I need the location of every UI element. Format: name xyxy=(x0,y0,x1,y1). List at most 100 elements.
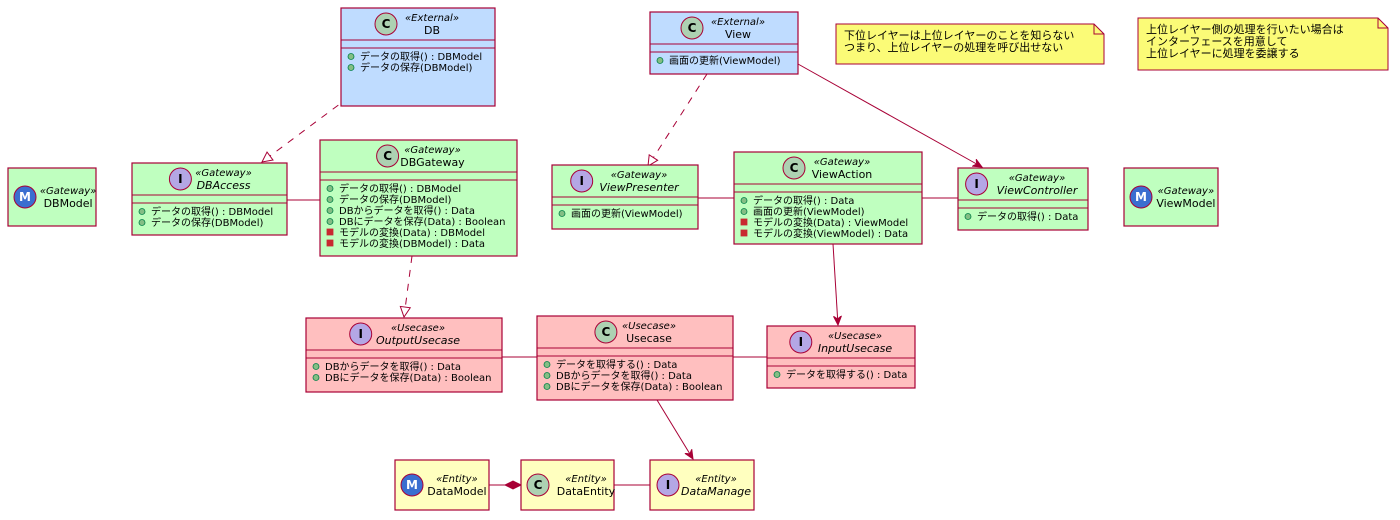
note-line: 上位レイヤー側の処理を行いたい場合は xyxy=(1146,22,1344,36)
class-icon: C xyxy=(374,12,398,36)
public-visibility-icon xyxy=(326,185,334,192)
class-name: OutputUsecase xyxy=(376,334,460,347)
interface-icon: I xyxy=(789,330,813,354)
class-stereotype: «Gateway» xyxy=(814,157,871,168)
class-member: データの保存(DBModel) xyxy=(360,61,472,74)
public-visibility-icon xyxy=(347,53,355,60)
class-stereotype: «Gateway» xyxy=(1158,186,1215,197)
class-name: DataEntity xyxy=(557,485,616,498)
class-box-viewmodel[interactable]: M«Gateway»ViewModel xyxy=(1123,167,1219,227)
svg-text:C: C xyxy=(790,161,799,175)
svg-text:M: M xyxy=(406,478,418,492)
class-box-dataentity[interactable]: C «Entity»DataEntity xyxy=(520,459,616,511)
public-visibility-icon xyxy=(740,208,748,215)
class-box-frame xyxy=(1123,167,1219,227)
class-name: DBModel xyxy=(44,197,93,210)
svg-text:C: C xyxy=(534,478,543,492)
class-member: DBからデータを取得() : Data xyxy=(556,369,692,382)
class-box-frame xyxy=(649,11,799,75)
class-name: DBGateway xyxy=(400,156,465,169)
class-name: ViewPresenter xyxy=(599,181,680,194)
class-member: DBにデータを保存(Data) : Boolean xyxy=(325,371,491,384)
svg-text:C: C xyxy=(688,21,697,35)
class-member: DBにデータを保存(Data) : Boolean xyxy=(339,215,505,228)
class-box-viewpresenter[interactable]: I «Gateway»ViewPresenter 画面の更新(ViewModel) xyxy=(551,164,699,230)
svg-text:C: C xyxy=(382,17,391,31)
class-member: DBからデータを取得() : Data xyxy=(339,204,475,217)
class-stereotype: «Entity» xyxy=(565,474,607,485)
class-stereotype: «Usecase» xyxy=(391,323,445,334)
class-name: InputUsecase xyxy=(818,342,893,355)
public-visibility-icon xyxy=(347,64,355,71)
interface-icon: I xyxy=(349,322,373,346)
class-box-dbmodel[interactable]: M«Gateway»DBModel xyxy=(7,167,97,227)
svg-text:I: I xyxy=(799,335,803,349)
note-line: 下位レイヤーは上位レイヤーのことを知らない xyxy=(844,28,1074,42)
class-box-datamodel[interactable]: M«Entity»DataModel xyxy=(394,459,490,511)
class-box-frame xyxy=(733,151,923,245)
class-stereotype: «Gateway» xyxy=(1009,173,1066,184)
svg-text:M: M xyxy=(1135,190,1147,204)
class-member: データの取得() : DBModel xyxy=(360,50,482,63)
composition-diamond-datamodel-dataentity xyxy=(503,480,523,490)
model-icon: M xyxy=(400,473,424,497)
public-visibility-icon xyxy=(312,363,320,370)
interface-icon: I xyxy=(965,172,989,196)
svg-text:I: I xyxy=(974,177,978,191)
class-stereotype: «Gateway» xyxy=(195,168,252,179)
class-box-viewcontroller[interactable]: I «Gateway»ViewController データの取得() : Data xyxy=(957,167,1089,231)
class-stereotype: «Gateway» xyxy=(611,170,668,181)
svg-text:I: I xyxy=(358,327,362,341)
class-stereotype: «Gateway» xyxy=(404,145,461,156)
class-member: データを取得する() : Data xyxy=(556,358,677,371)
class-member: 画面の更新(ViewModel) xyxy=(753,205,865,218)
class-member: データの保存(DBModel) xyxy=(339,193,451,206)
class-box-datamanage[interactable]: I«Entity»DataManage xyxy=(649,459,755,511)
relation-realization-dbgateway-outputusecase xyxy=(404,255,413,317)
class-stereotype: «External» xyxy=(711,17,765,28)
class-box-dbaccess[interactable]: I «Gateway»DBAccess データの取得() : DBModelデータの… xyxy=(131,162,288,236)
class-box-frame xyxy=(319,139,518,257)
public-visibility-icon xyxy=(138,208,146,215)
class-member: 画面の更新(ViewModel) xyxy=(571,207,683,220)
class-box-dbgateway[interactable]: C «Gateway»DBGateway データの取得() : DBModelデータ… xyxy=(319,139,518,257)
relation-realization-view-viewpresenter xyxy=(648,73,708,166)
svg-text:I: I xyxy=(579,174,583,188)
class-name: DBAccess xyxy=(197,179,251,192)
public-visibility-icon xyxy=(543,361,551,368)
svg-text:I: I xyxy=(666,478,670,492)
class-member: データの保存(DBModel) xyxy=(151,216,263,229)
model-icon: M xyxy=(13,185,37,209)
relation-association-usecase-datamanage xyxy=(656,399,693,459)
class-member: モデルの変換(ViewModel) : Data xyxy=(753,227,908,240)
relation-realization-db-dbaccess xyxy=(262,79,373,162)
class-name: DataModel xyxy=(427,485,486,498)
class-stereotype: «Gateway» xyxy=(40,186,97,197)
svg-text:I: I xyxy=(178,172,182,186)
interface-icon: I xyxy=(656,473,680,497)
class-box-frame xyxy=(536,315,734,401)
class-member: 画面の更新(ViewModel) xyxy=(669,54,781,67)
class-name: Usecase xyxy=(626,332,672,345)
class-member: DBにデータを保存(Data) : Boolean xyxy=(556,380,722,393)
public-visibility-icon xyxy=(138,219,146,226)
class-icon: C xyxy=(680,16,704,40)
class-icon: C xyxy=(376,144,400,168)
class-member: データの取得() : Data xyxy=(977,210,1078,223)
note-line: つまり、上位レイヤーの処理を呼び出せない xyxy=(844,40,1063,54)
public-visibility-icon xyxy=(543,383,551,390)
class-icon: C xyxy=(526,473,550,497)
class-member: データの取得() : DBModel xyxy=(151,205,273,218)
class-name: ViewController xyxy=(997,184,1079,197)
class-member: データの取得() : DBModel xyxy=(339,182,461,195)
relation-association-view-viewcontroller xyxy=(797,63,982,167)
class-box-frame xyxy=(340,7,496,107)
public-visibility-icon xyxy=(964,213,972,220)
public-visibility-icon xyxy=(326,218,334,225)
